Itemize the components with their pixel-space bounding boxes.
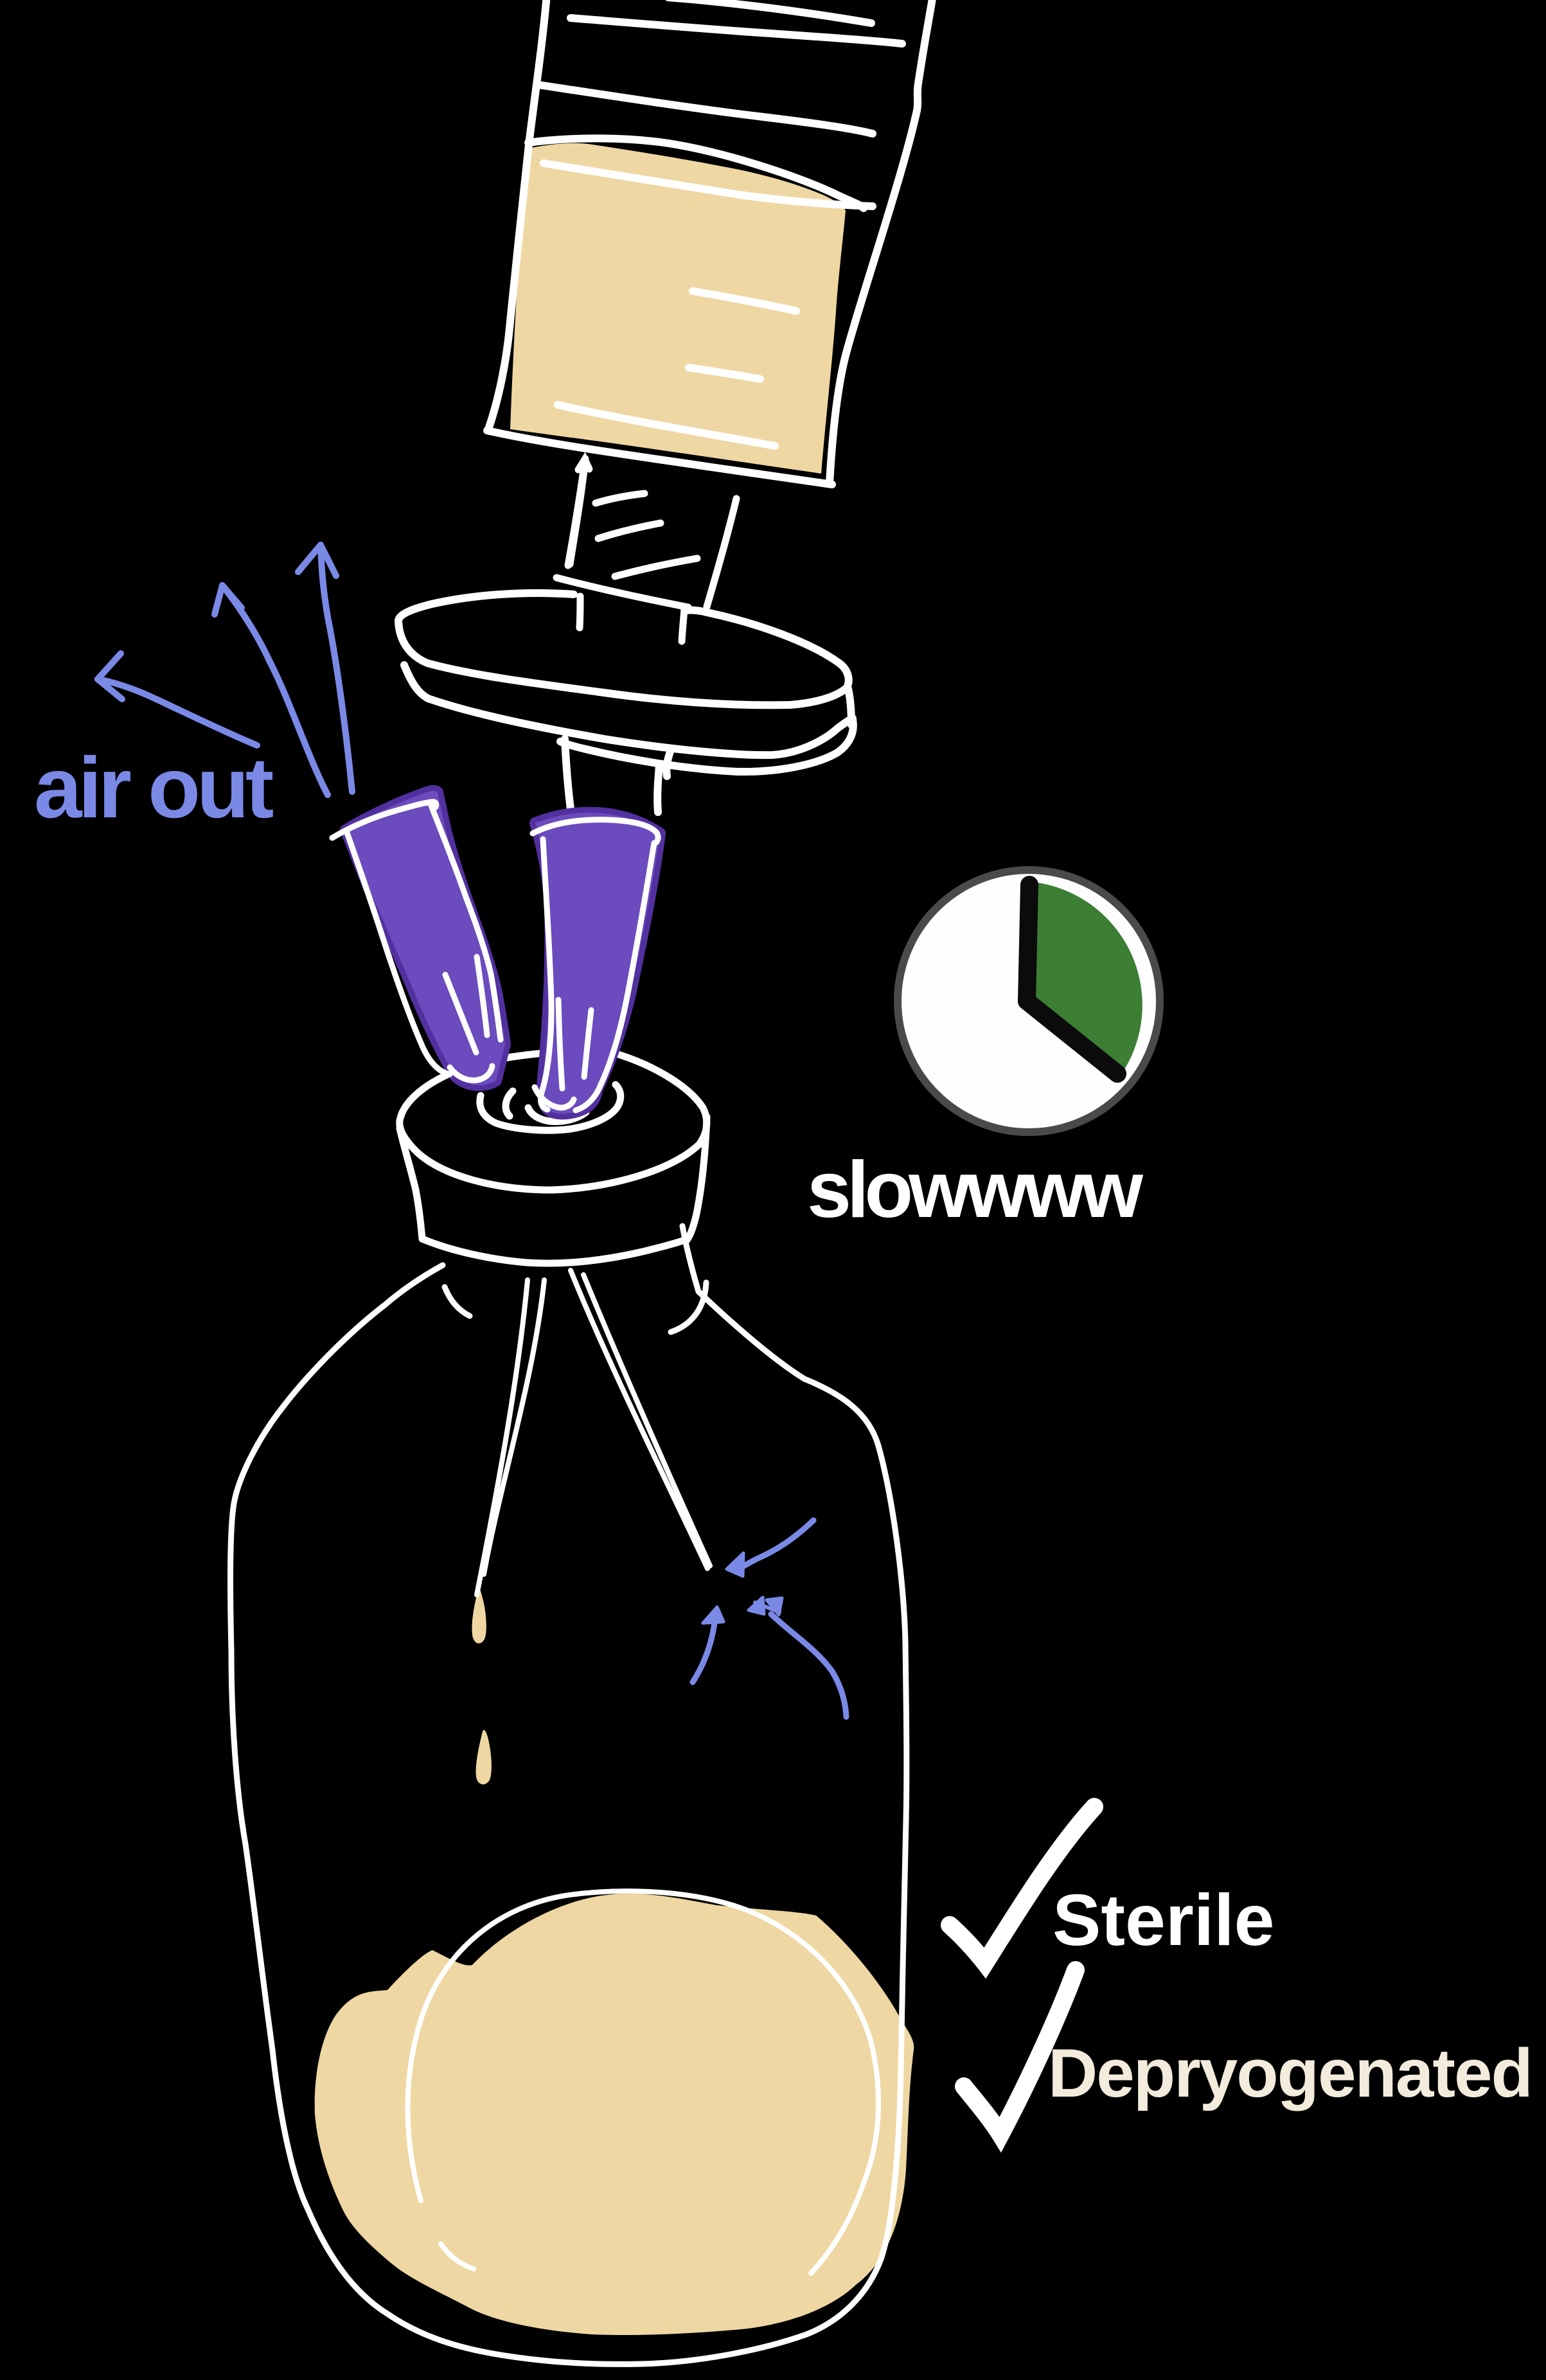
- svg-text:slowwww: slowwww: [807, 1146, 1144, 1234]
- svg-text:Depryogenated: Depryogenated: [1048, 2034, 1532, 2111]
- svg-text:Sterile: Sterile: [1053, 1879, 1274, 1960]
- svg-text:air out: air out: [34, 740, 273, 836]
